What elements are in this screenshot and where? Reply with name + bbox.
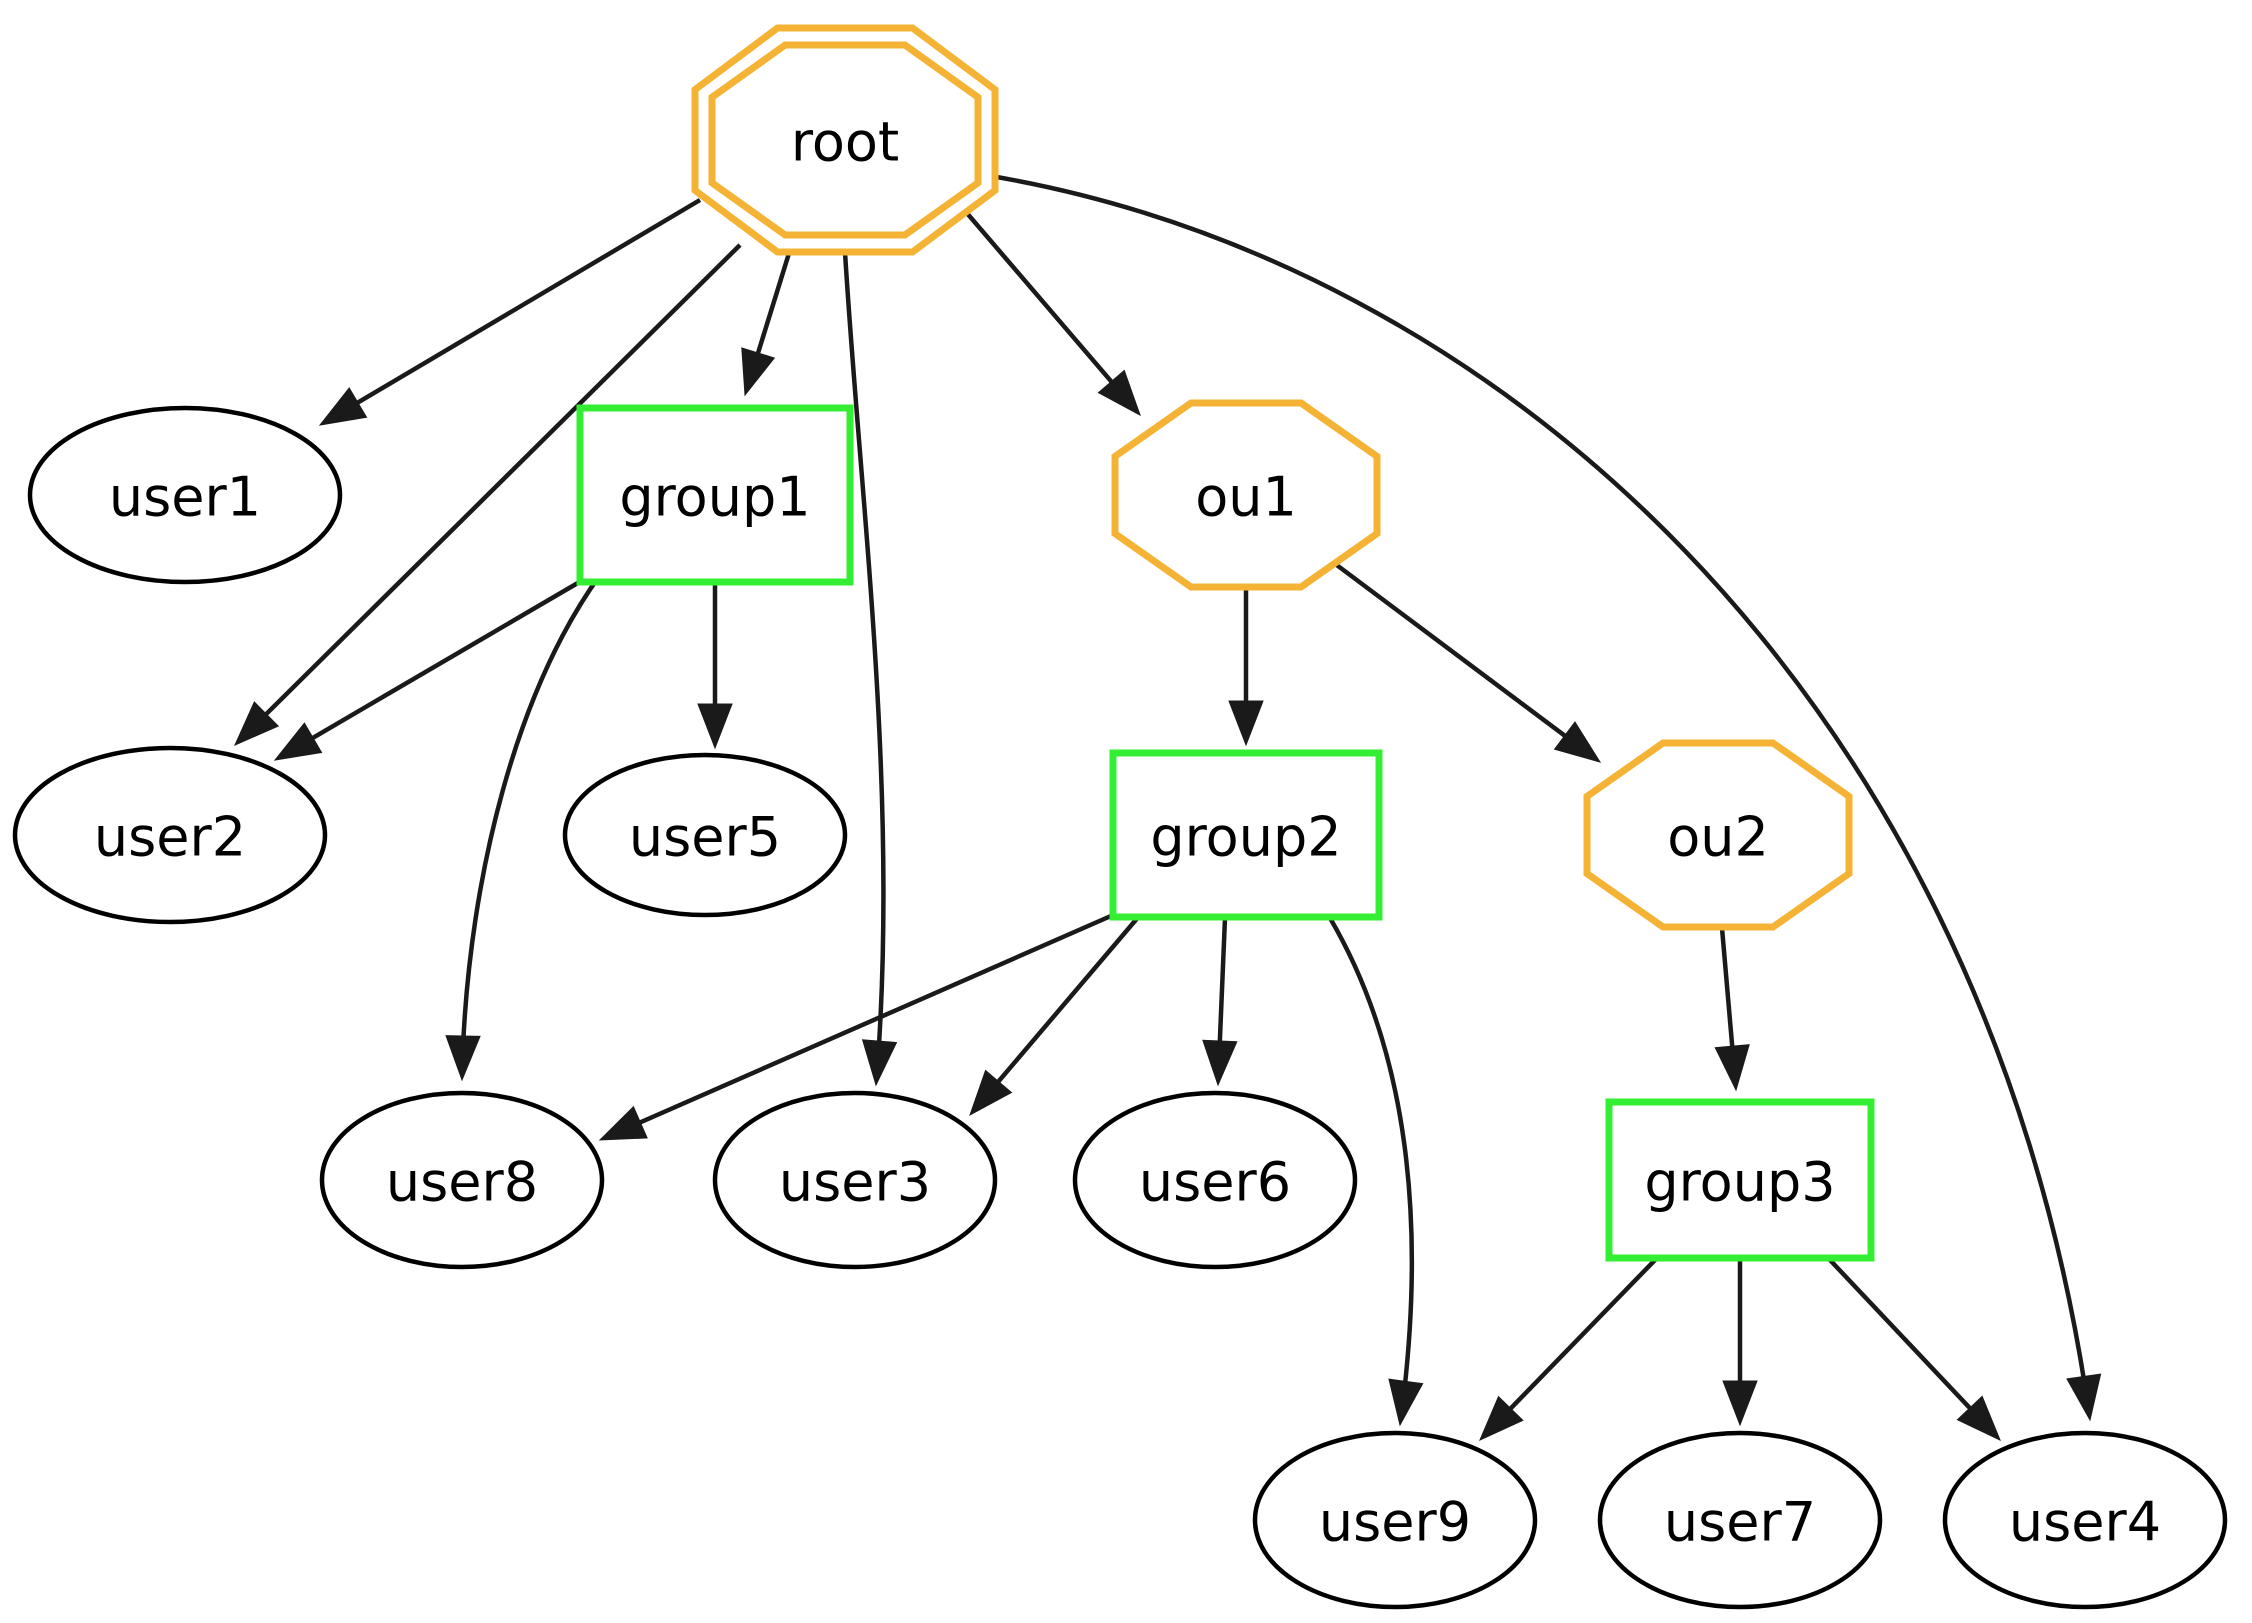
arrowhead [861,1039,898,1087]
edge-root-to-user4 [984,172,2102,1422]
edge-group3-to-user7 [1722,1260,1758,1427]
node-label: user2 [94,806,246,869]
node-layer: root user1 group1 ou1 user2 user5 group2 ou2 use… [12,24,2228,1610]
edge-ou2-to-group3 [1714,927,1750,1092]
edge-root-to-group1 [741,249,793,397]
ellipse-shape [1597,1430,1883,1610]
edge-ou1-to-group2 [1228,588,1264,747]
node-label: user5 [629,806,781,869]
arrowhead [318,387,368,426]
edge-layer [233,172,2102,1442]
ellipse-shape [319,1090,605,1270]
node-user1[interactable]: user1 [27,405,343,585]
edge-ou1-to-ou2 [1328,558,1602,764]
edge-group2-to-user9 [1328,916,1424,1427]
node-label: ou2 [1667,806,1769,869]
box-shape [576,404,854,586]
node-user5[interactable]: user5 [562,752,848,918]
arrowhead [697,703,733,750]
arrowhead [273,722,323,761]
node-ou1[interactable]: ou1 [1111,399,1381,591]
arrowhead [1388,1378,1424,1427]
node-label: user9 [1319,1491,1471,1554]
node-user7[interactable]: user7 [1597,1430,1883,1610]
edge-group3-to-user4 [1828,1258,2002,1442]
node-ou2[interactable]: ou2 [1583,739,1853,931]
edge-group2-to-user6 [1202,917,1238,1087]
edge-group2-to-user3 [968,913,1142,1117]
node-label: group3 [1644,1151,1835,1214]
ellipse-shape [27,405,343,585]
node-label: user3 [779,1151,931,1214]
octagon-shape [1111,399,1381,591]
node-user9[interactable]: user9 [1252,1430,1538,1610]
arrowhead [1097,369,1141,417]
octagon-shape-inner [708,41,982,239]
arrowhead [969,1069,1013,1117]
edge-root-to-user1 [318,198,702,427]
edge-group3-to-user9 [1478,1258,1657,1442]
node-group1[interactable]: group1 [576,404,854,586]
arrowhead [741,347,776,397]
arrowhead [1228,700,1264,747]
ellipse-shape [1252,1430,1538,1610]
node-user2[interactable]: user2 [12,745,328,925]
ellipse-shape [712,1090,998,1270]
arrowhead [1202,1039,1238,1087]
octagon-shape [1583,739,1853,931]
node-label: group1 [619,466,810,529]
arrowhead [445,1035,481,1082]
edge-root-to-user3 [842,251,898,1087]
arrowhead [234,701,280,746]
arrowhead [598,1105,648,1141]
ellipse-shape [1942,1430,2228,1610]
node-label: group2 [1150,806,1341,869]
arrowhead [2066,1373,2102,1422]
arrowhead [1714,1044,1750,1092]
node-label: user1 [109,466,261,529]
box-shape [1605,1098,1875,1262]
node-user4[interactable]: user4 [1942,1430,2228,1610]
edge-group1-to-user8 [445,573,602,1082]
edge-group1-to-user5 [697,582,733,750]
node-user3[interactable]: user3 [712,1090,998,1270]
node-user6[interactable]: user6 [1072,1090,1358,1270]
ellipse-shape [1072,1090,1358,1270]
ellipse-shape [562,752,848,918]
edge-root-to-user2 [233,243,742,747]
ellipse-shape [12,745,328,925]
box-shape [1109,749,1383,921]
node-label: user4 [2009,1491,2161,1554]
node-root[interactable]: root [691,24,999,256]
edge-group2-to-user8 [598,909,1121,1143]
node-group2[interactable]: group2 [1109,749,1383,921]
edge-root-to-ou1 [958,203,1142,417]
node-label: user6 [1139,1151,1291,1214]
edge-group1-to-user2 [273,568,602,762]
node-label: ou1 [1195,466,1297,529]
arrowhead [1553,721,1602,763]
node-label: root [791,111,899,174]
arrowhead [1479,1395,1524,1441]
node-label: user7 [1664,1491,1816,1554]
arrowhead [1956,1395,2001,1442]
node-group3[interactable]: group3 [1605,1098,1875,1262]
node-user8[interactable]: user8 [319,1090,605,1270]
node-label: user8 [386,1151,538,1214]
arrowhead [1722,1380,1758,1427]
